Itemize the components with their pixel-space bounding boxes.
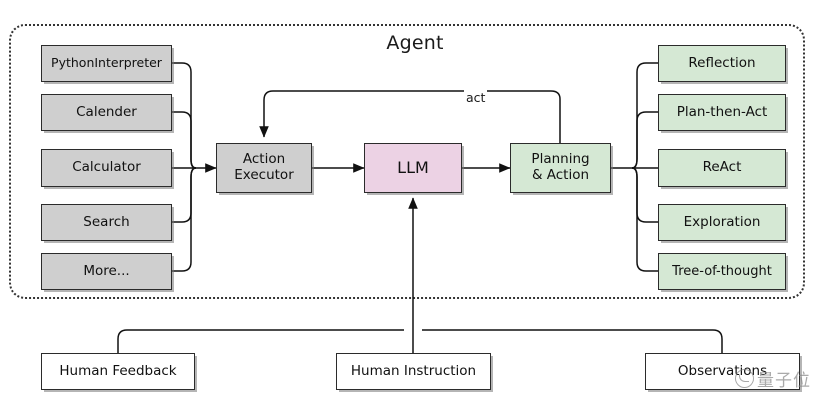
edge-label-act: act xyxy=(464,90,488,105)
node-action-executor[interactable]: Action Executor xyxy=(216,143,312,193)
edge-human-feedback xyxy=(117,329,404,353)
node-planning-action[interactable]: Planning & Action xyxy=(510,143,611,193)
node-calender[interactable]: Calender xyxy=(41,94,172,131)
node-llm[interactable]: LLM xyxy=(364,143,462,193)
agent-boundary xyxy=(9,24,805,299)
node-more[interactable]: More... xyxy=(41,253,172,290)
edge-observations xyxy=(422,329,723,353)
node-action-executor-line1: Action xyxy=(242,151,286,168)
node-react[interactable]: ReAct xyxy=(658,149,786,187)
node-human-instruction[interactable]: Human Instruction xyxy=(336,353,491,390)
node-python-interpreter[interactable]: PythonInterpreter xyxy=(41,45,172,82)
node-action-executor-line2: Executor xyxy=(234,167,294,183)
node-calculator[interactable]: Calculator xyxy=(41,149,172,187)
node-human-feedback[interactable]: Human Feedback xyxy=(41,353,195,390)
node-plan-then-act[interactable]: Plan-then-Act xyxy=(658,94,786,131)
node-planning-action-line2: & Action xyxy=(531,167,590,183)
agent-title: Agent xyxy=(386,32,444,54)
node-tree-of-thought[interactable]: Tree-of-thought xyxy=(658,253,786,290)
node-observations[interactable]: Observations xyxy=(645,353,800,390)
node-search[interactable]: Search xyxy=(41,204,172,241)
node-exploration[interactable]: Exploration xyxy=(658,204,786,241)
node-planning-action-line1: Planning xyxy=(531,151,590,168)
node-reflection[interactable]: Reflection xyxy=(658,45,786,82)
